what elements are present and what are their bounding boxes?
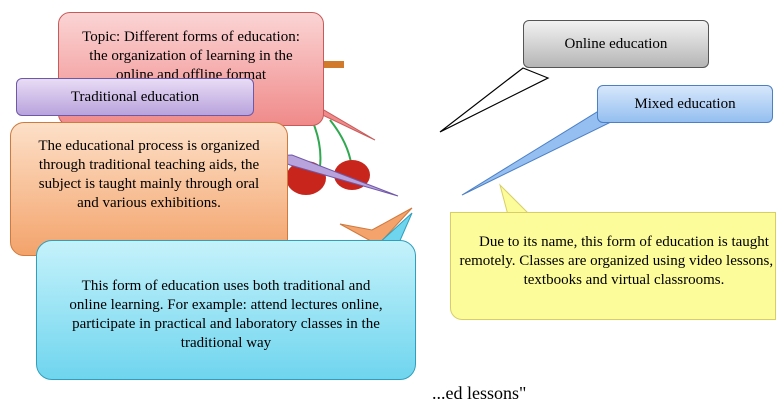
online-title-text: Online education	[564, 36, 668, 52]
yellow-pointer	[499, 183, 532, 216]
orange-pointer	[339, 207, 413, 246]
online-desc-callout: Due to its name, this form of education …	[450, 212, 776, 320]
traditional-title-callout: Traditional education	[16, 78, 254, 116]
mixed-title-callout: Mixed education	[597, 85, 773, 123]
online-pointer	[439, 67, 550, 133]
cut-off-caption: ...ed lessons"	[432, 383, 527, 403]
online-title-callout: Online education	[523, 20, 709, 68]
traditional-desc-callout: The educational process is organized thr…	[10, 122, 288, 256]
topic-text: Topic: Different forms of education: the…	[82, 29, 300, 83]
traditional-desc-text: The educational process is organized thr…	[38, 138, 260, 211]
mixed-desc-text: This form of education uses both traditi…	[69, 278, 383, 351]
traditional-title-text: Traditional education	[70, 89, 200, 105]
mixed-title-text: Mixed education	[634, 96, 736, 112]
mixed-pointer	[461, 111, 617, 196]
online-desc-text: Due to its name, this form of education …	[459, 234, 776, 288]
mixed-desc-callout: This form of education uses both traditi…	[36, 240, 416, 380]
